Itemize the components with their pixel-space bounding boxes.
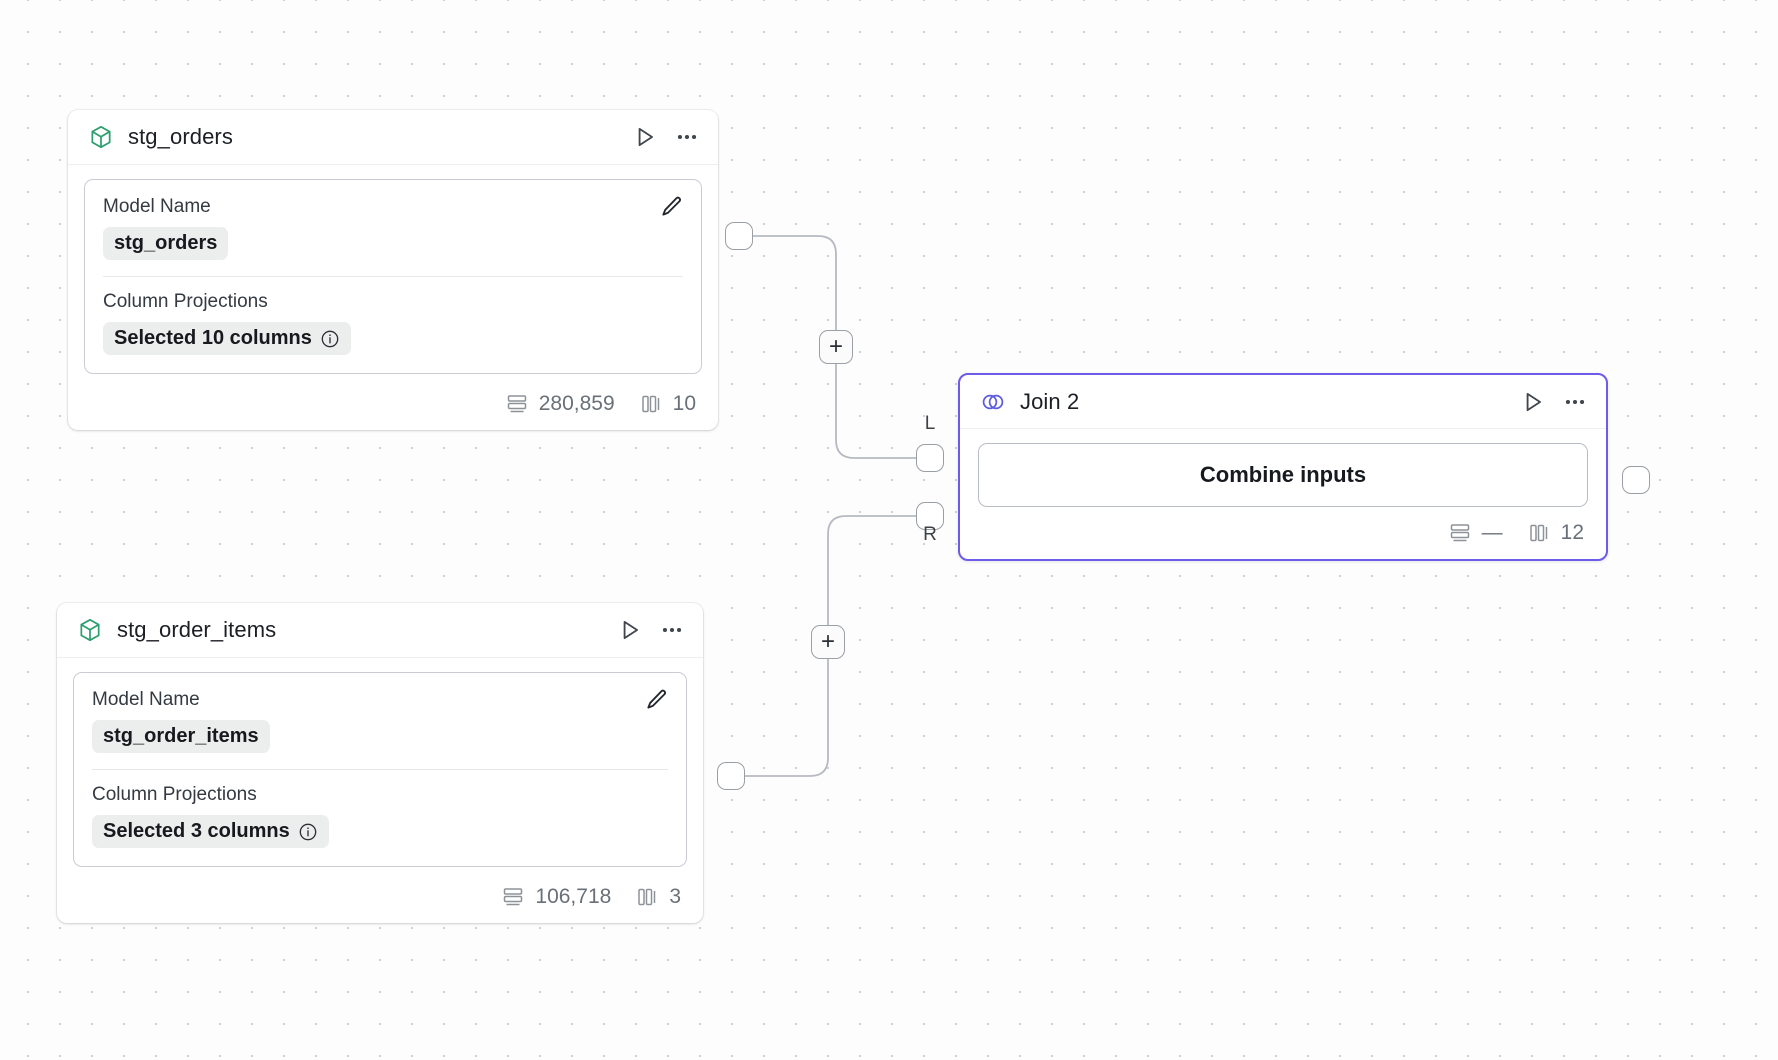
input-port-label-left: L — [924, 413, 936, 434]
run-icon[interactable] — [1520, 389, 1546, 415]
node-header: stg_orders — [68, 110, 718, 165]
add-node-button-edge-2[interactable]: + — [811, 625, 845, 659]
column-projections-value[interactable]: Selected 10 columns — [103, 322, 351, 355]
node-stg-order-items[interactable]: stg_order_items — [57, 603, 703, 923]
output-port-stg-order-items[interactable] — [717, 762, 745, 790]
column-count-value: 3 — [669, 885, 681, 908]
rows-icon — [505, 392, 529, 416]
node-title: stg_order_items — [117, 617, 277, 642]
cube-icon — [88, 124, 114, 150]
row-count-stat: — — [1448, 521, 1503, 545]
node-title: Join 2 — [1020, 388, 1080, 414]
column-count-stat: 10 — [639, 392, 696, 416]
column-projections-text: Selected 10 columns — [114, 327, 312, 349]
model-config-card: Model Name stg_orders Column Projections… — [84, 179, 702, 374]
model-name-label: Model Name — [103, 196, 211, 217]
column-projections-value[interactable]: Selected 3 columns — [92, 815, 329, 848]
column-projections-label: Column Projections — [92, 784, 257, 805]
field-divider — [92, 769, 668, 770]
more-options-icon[interactable] — [674, 124, 700, 150]
column-count-stat: 12 — [1527, 521, 1584, 545]
row-count-stat: 106,718 — [501, 885, 611, 909]
add-node-button-edge-1[interactable]: + — [819, 330, 853, 364]
run-icon[interactable] — [632, 124, 658, 150]
rows-icon — [501, 885, 525, 909]
column-count-value: 10 — [672, 392, 696, 415]
run-icon[interactable] — [617, 617, 643, 643]
row-count-value: — — [1481, 521, 1503, 544]
column-projections-text: Selected 3 columns — [103, 820, 290, 842]
edit-pencil-icon[interactable] — [644, 687, 670, 713]
info-icon[interactable] — [298, 822, 318, 842]
more-options-icon[interactable] — [659, 617, 685, 643]
output-port-join-2[interactable] — [1622, 466, 1650, 494]
node-header: Join 2 — [960, 375, 1606, 429]
column-projections-label: Column Projections — [103, 291, 268, 312]
node-header: stg_order_items — [57, 603, 703, 658]
node-footer: 106,718 3 — [57, 875, 703, 923]
node-title: stg_orders — [128, 124, 233, 149]
model-name-value[interactable]: stg_orders — [103, 227, 229, 260]
node-footer: — 12 — [960, 511, 1606, 559]
row-count-stat: 280,859 — [505, 392, 615, 416]
columns-icon — [639, 392, 663, 416]
columns-icon — [1527, 521, 1551, 545]
node-body: Model Name stg_orders Column Projections… — [68, 165, 718, 382]
node-join-2[interactable]: Join 2 Combine inputs — [958, 373, 1608, 561]
combine-inputs-button[interactable]: Combine inputs — [978, 443, 1588, 507]
input-port-left[interactable] — [916, 444, 944, 472]
input-port-label-right: R — [923, 524, 937, 545]
cube-icon — [77, 617, 103, 643]
node-body: Combine inputs — [960, 429, 1606, 511]
node-body: Model Name stg_order_items Column Projec… — [57, 658, 703, 875]
column-count-stat: 3 — [635, 885, 681, 909]
model-name-label: Model Name — [92, 689, 200, 710]
output-port-stg-orders[interactable] — [725, 222, 753, 250]
info-icon[interactable] — [320, 329, 340, 349]
field-divider — [103, 276, 683, 277]
model-name-value[interactable]: stg_order_items — [92, 720, 270, 753]
columns-icon — [635, 885, 659, 909]
node-stg-orders[interactable]: stg_orders — [68, 110, 718, 430]
rows-icon — [1448, 521, 1472, 545]
row-count-value: 106,718 — [535, 885, 612, 908]
edit-pencil-icon[interactable] — [659, 194, 685, 220]
node-footer: 280,859 10 — [68, 382, 718, 430]
join-icon — [980, 389, 1006, 415]
row-count-value: 280,859 — [538, 392, 615, 415]
model-config-card: Model Name stg_order_items Column Projec… — [73, 672, 687, 867]
more-options-icon[interactable] — [1562, 389, 1588, 415]
column-count-value: 12 — [1560, 521, 1584, 544]
input-port-right[interactable] — [916, 502, 944, 530]
